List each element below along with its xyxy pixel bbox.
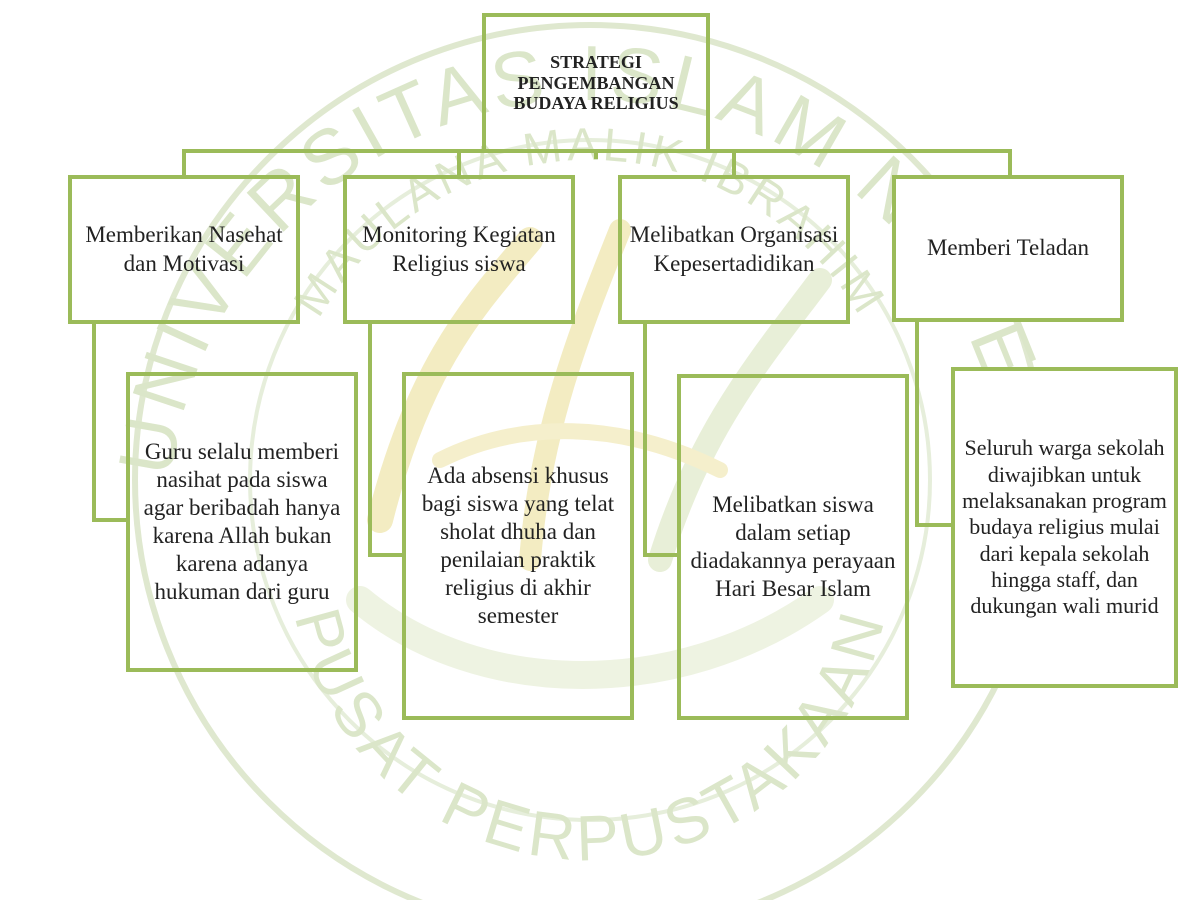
detail-2-text: Ada absensi khusus bagi siswa yang telat… bbox=[421, 462, 615, 629]
branch-node-1: Memberikan Nasehat dan Motivasi bbox=[68, 175, 300, 324]
detail-link-1-h bbox=[92, 518, 126, 522]
root-stem bbox=[594, 153, 598, 159]
detail-3-text: Melibatkan siswa dalam setiap diadakanny… bbox=[690, 491, 896, 602]
detail-1-text: Guru selalu memberi nasihat pada siswa a… bbox=[143, 438, 341, 605]
detail-link-3-v bbox=[643, 324, 647, 557]
detail-link-3-h bbox=[643, 553, 677, 557]
root-node: STRATEGI PENGEMBANGAN BUDAYA RELIGIUS bbox=[482, 13, 710, 153]
root-label: STRATEGI PENGEMBANGAN BUDAYA RELIGIUS bbox=[513, 51, 679, 114]
branch-drop-4 bbox=[1008, 149, 1012, 175]
detail-node-3: Melibatkan siswa dalam setiap diadakanny… bbox=[677, 374, 909, 720]
branch-node-4: Memberi Teladan bbox=[892, 175, 1124, 322]
calligraphy-mark bbox=[346, 219, 834, 689]
branch-4-title: Memberi Teladan bbox=[926, 235, 1090, 261]
detail-node-2: Ada absensi khusus bagi siswa yang telat… bbox=[402, 372, 634, 720]
branch-drop-1 bbox=[182, 149, 186, 175]
detail-link-2-v bbox=[368, 324, 372, 557]
branch-2-title: Monitoring Kegiatan Religius siswa bbox=[362, 222, 556, 276]
detail-node-1: Guru selalu memberi nasihat pada siswa a… bbox=[126, 372, 358, 672]
branch-drop-2 bbox=[457, 149, 461, 175]
detail-4-text: Seluruh warga sekolah diwajibkan untuk m… bbox=[962, 435, 1167, 619]
branch-drop-3 bbox=[732, 149, 736, 175]
branch-node-3: Melibatkan Organisasi Kepesertadidikan bbox=[618, 175, 850, 324]
branch-3-title: Melibatkan Organisasi Kepesertadidikan bbox=[629, 222, 839, 276]
detail-node-4: Seluruh warga sekolah diwajibkan untuk m… bbox=[951, 367, 1178, 688]
detail-link-2-h bbox=[368, 553, 402, 557]
detail-link-4-v bbox=[915, 320, 919, 527]
detail-link-1-v bbox=[92, 324, 96, 522]
branch-1-title: Memberikan Nasehat dan Motivasi bbox=[85, 222, 283, 276]
branch-node-2: Monitoring Kegiatan Religius siswa bbox=[343, 175, 575, 324]
detail-link-4-h bbox=[915, 523, 951, 527]
